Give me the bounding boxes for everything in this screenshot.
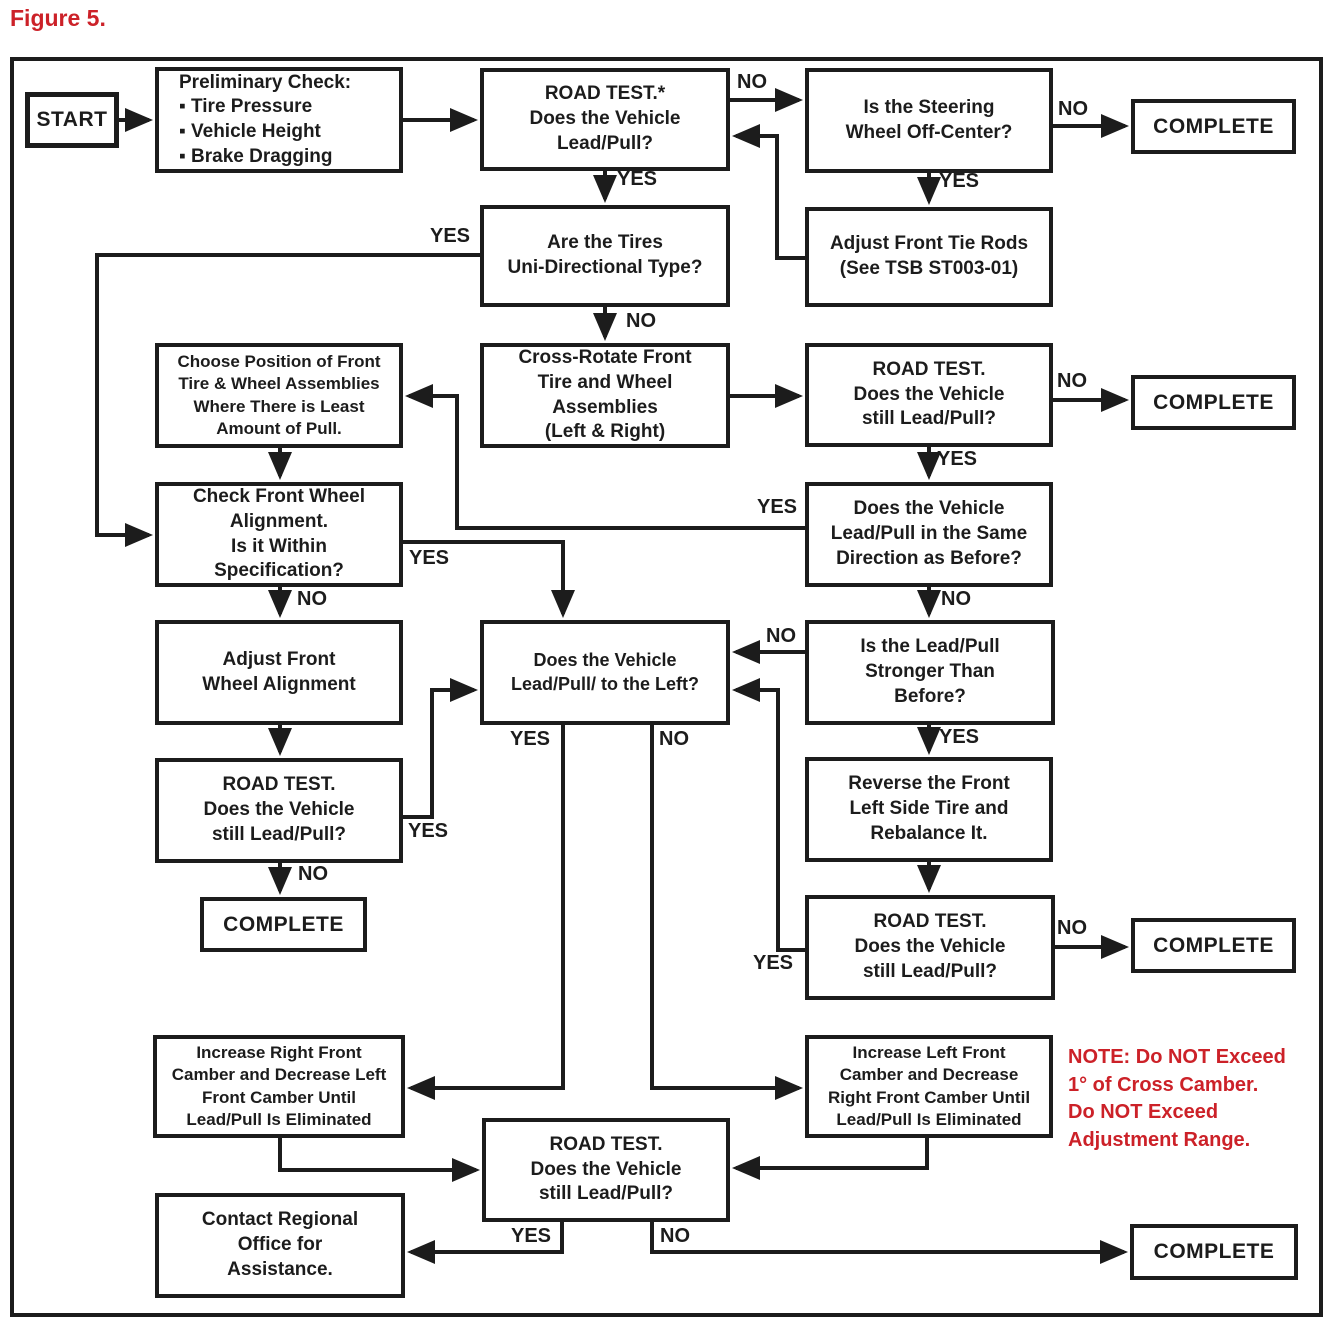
edge-label-stronger-no: NO [766, 625, 796, 647]
edge-label-steering-no: NO [1058, 98, 1088, 120]
node-steering-offcenter: Is the Steering Wheel Off-Center? [805, 68, 1053, 173]
edge-label-tires-yes: YES [430, 225, 471, 247]
node-road-test-left: ROAD TEST. Does the Vehicle still Lead/P… [155, 758, 403, 863]
node-tires-unidirectional: Are the Tires Uni-Directional Type? [480, 205, 730, 307]
node-complete-2: COMPLETE [1131, 375, 1296, 430]
edge-samedir-yes-choose [405, 384, 805, 530]
edge-label-rt-left-yes: YES [408, 820, 449, 842]
edge-label-rt-right-yes: YES [937, 448, 978, 470]
node-road-test-bottom-right: ROAD TEST. Does the Vehicle still Lead/P… [805, 895, 1055, 1000]
edge-label-samedir-yes: YES [757, 496, 798, 518]
node-increase-right-camber: Increase Right Front Camber and Decrease… [153, 1035, 405, 1138]
node-increase-left-camber: Increase Left Front Camber and Decrease … [805, 1035, 1053, 1138]
node-start: START [25, 92, 119, 148]
node-same-direction: Does the Vehicle Lead/Pull in the Same D… [805, 482, 1053, 587]
edge-label-check-yes: YES [409, 547, 450, 569]
node-complete-1: COMPLETE [1131, 99, 1296, 154]
edge-label-steering-yes: YES [939, 170, 980, 192]
edge-label-rt-left-no: NO [298, 863, 328, 885]
edge-label-central-no: NO [659, 728, 689, 750]
edge-label-rt-top-no: NO [737, 71, 767, 93]
edge-label-tires-no: NO [626, 310, 656, 332]
edge-check-yes-central [403, 540, 575, 618]
edge-roadtestbottom-no-complete [650, 1222, 1128, 1264]
node-road-test-right: ROAD TEST. Does the Vehicle still Lead/P… [805, 343, 1053, 447]
node-cross-rotate: Cross-Rotate Front Tire and Wheel Assemb… [480, 343, 730, 448]
edge-label-stronger-yes: YES [939, 726, 980, 748]
node-reverse-tire: Reverse the Front Left Side Tire and Reb… [805, 757, 1053, 862]
edge-label-rt-br-no: NO [1057, 917, 1087, 939]
node-adjust-tie-rods: Adjust Front Tie Rods (See TSB ST003-01) [805, 207, 1053, 307]
node-complete-3: COMPLETE [1131, 918, 1296, 973]
edge-roadtestleft-yes-central [403, 678, 478, 819]
edge-label-samedir-no: NO [941, 588, 971, 610]
node-preliminary-check: Preliminary Check: ▪ Tire Pressure ▪ Veh… [155, 67, 403, 173]
node-leadpull-left: Does the Vehicle Lead/Pull/ to the Left? [480, 620, 730, 725]
edge-increaseright-roadtestbottom [278, 1138, 480, 1182]
figure-title: Figure 5. [10, 5, 106, 31]
node-complete-left: COMPLETE [200, 897, 367, 952]
node-complete-4: COMPLETE [1130, 1224, 1298, 1280]
edge-tierods-return-roadtest [732, 124, 805, 260]
node-road-test-top: ROAD TEST.* Does the Vehicle Lead/Pull? [480, 68, 730, 171]
edge-label-rt-right-no: NO [1057, 370, 1087, 392]
node-choose-position: Choose Position of Front Tire & Wheel As… [155, 343, 403, 448]
node-check-alignment: Check Front Wheel Alignment. Is it Withi… [155, 482, 403, 587]
edge-tires-yes-check [95, 253, 480, 547]
edge-label-central-yes: YES [510, 728, 551, 750]
node-road-test-bottom: ROAD TEST. Does the Vehicle still Lead/P… [482, 1118, 730, 1222]
edge-label-rt-bottom-no: NO [660, 1225, 690, 1247]
edge-label-rt-top-yes: YES [617, 168, 658, 190]
edge-central-yes-increaseright [407, 725, 565, 1100]
node-adjust-alignment: Adjust Front Wheel Alignment [155, 620, 403, 725]
edge-increaseleft-roadtestbottom [732, 1138, 929, 1180]
edge-central-no-increaseleft [650, 725, 803, 1100]
node-contact-regional-office: Contact Regional Office for Assistance. [155, 1193, 405, 1298]
edge-label-check-no: NO [297, 588, 327, 610]
camber-warning-note: NOTE: Do NOT Exceed 1° of Cross Camber. … [1068, 1046, 1286, 1151]
edge-label-rt-bottom-yes: YES [511, 1225, 552, 1247]
edge-roadtestbottom-yes-contact [407, 1222, 564, 1264]
diagram-border [10, 57, 1323, 1317]
node-stronger-than-before: Is the Lead/Pull Stronger Than Before? [805, 620, 1055, 725]
edge-label-rt-br-yes: YES [753, 952, 794, 974]
edge-roadtestbr-yes-central [732, 678, 805, 952]
